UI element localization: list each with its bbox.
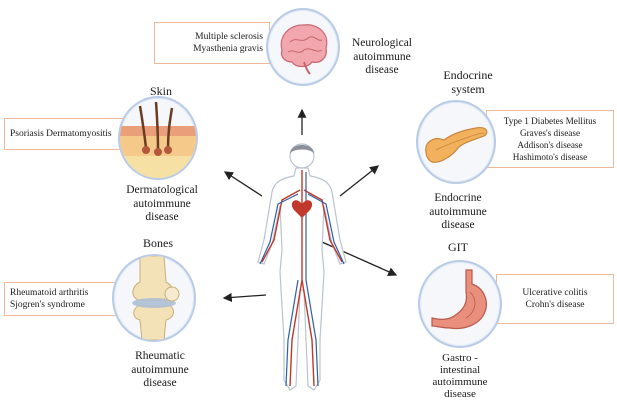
disease-text: Hashimoto's disease bbox=[504, 151, 597, 163]
label-line: Endocrine bbox=[434, 192, 481, 204]
label-line: autoimmune bbox=[429, 206, 487, 218]
label-line: Neurological bbox=[352, 37, 412, 49]
git-heading: GIT bbox=[438, 240, 478, 255]
pancreas-icon bbox=[418, 102, 494, 182]
git-disease-box: Ulcerative colitis Crohn's disease bbox=[496, 274, 614, 324]
endocrine-heading: Endocrine system bbox=[428, 68, 508, 96]
disease-text: Myasthenia gravis bbox=[193, 43, 263, 55]
label-line: Rheumatic bbox=[135, 350, 185, 362]
disease-text: Multiple sclerosis bbox=[193, 31, 263, 43]
label-line: disease bbox=[441, 219, 474, 231]
disease-text: Sjogren's syndrome bbox=[10, 299, 88, 311]
git-label: Gastro - intestinal autoimmune disease bbox=[422, 352, 498, 400]
disease-text: Rheumatoid arthritis bbox=[10, 287, 88, 299]
disease-text: Graves's disease bbox=[504, 127, 597, 139]
label-line: Dermatological bbox=[126, 184, 198, 196]
disease-text: Ulcerative colitis bbox=[522, 287, 587, 299]
label-line: autoimmune bbox=[133, 198, 191, 210]
git-circle bbox=[418, 260, 502, 348]
knee-joint-icon bbox=[114, 256, 194, 340]
bones-label: Rheumatic autoimmune disease bbox=[120, 350, 200, 391]
disease-text: Psoriasis Dermatomyositis bbox=[10, 128, 112, 140]
disease-text: Type 1 Diabetes Mellitus bbox=[504, 115, 597, 127]
brain-icon bbox=[268, 10, 338, 84]
brain-circle bbox=[266, 8, 340, 86]
endocrine-circle bbox=[416, 100, 496, 184]
human-circulatory-figure bbox=[242, 140, 362, 400]
bones-circle bbox=[112, 254, 196, 342]
skin-circle bbox=[118, 96, 198, 180]
endocrine-label: Endocrine autoimmune disease bbox=[420, 192, 496, 233]
label-line: autoimmune bbox=[131, 364, 189, 376]
skin-label: Dermatological autoimmune disease bbox=[122, 184, 202, 225]
neurological-label: Neurological autoimmune disease bbox=[342, 37, 422, 78]
heading-line: Endocrine bbox=[443, 68, 492, 82]
bones-heading: Bones bbox=[138, 236, 178, 251]
skin-icon bbox=[120, 98, 196, 178]
stomach-icon bbox=[420, 262, 500, 346]
label-line: intestinal bbox=[440, 364, 480, 376]
label-line: disease bbox=[444, 388, 476, 400]
bones-disease-box: Rheumatoid arthritis Sjogren's syndrome bbox=[4, 282, 116, 316]
label-line: disease bbox=[365, 64, 398, 76]
label-line: disease bbox=[145, 211, 178, 223]
label-line: autoimmune bbox=[353, 51, 411, 63]
heading-line: system bbox=[451, 82, 484, 96]
disease-text: Crohn's disease bbox=[522, 299, 587, 311]
neurological-disease-box: Multiple sclerosis Myasthenia gravis bbox=[154, 22, 270, 64]
label-line: disease bbox=[143, 377, 176, 389]
disease-text: Addison's disease bbox=[504, 139, 597, 151]
skin-disease-box: Psoriasis Dermatomyositis bbox=[4, 118, 128, 150]
label-line: autoimmune bbox=[433, 376, 488, 388]
endocrine-disease-box: Type 1 Diabetes Mellitus Graves's diseas… bbox=[486, 110, 614, 168]
label-line: Gastro - bbox=[442, 352, 478, 364]
